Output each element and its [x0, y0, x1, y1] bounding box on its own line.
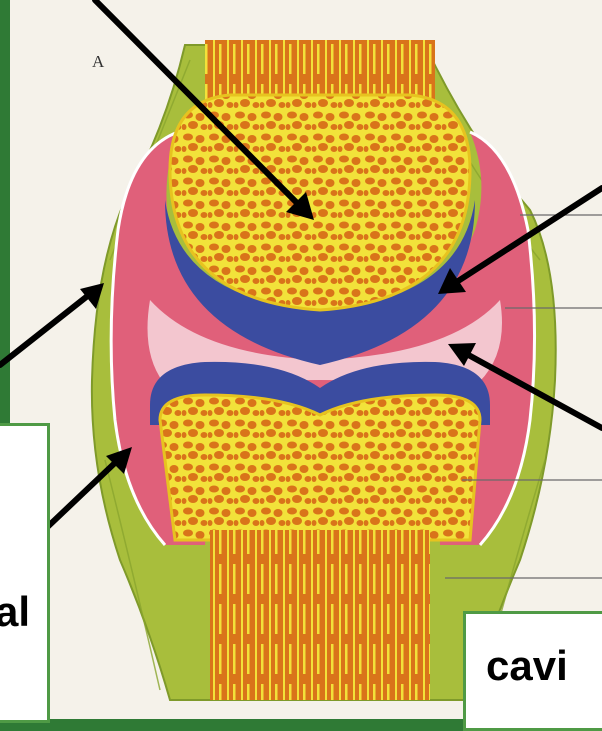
lower-bone-head	[160, 395, 480, 540]
label-text-left: al	[0, 588, 30, 636]
label-box-left: al	[0, 423, 50, 723]
label-text-right: cavi	[486, 642, 568, 690]
lower-bone-shaft	[210, 530, 430, 700]
figure-letter: A	[92, 52, 104, 72]
upper-bone-head	[170, 95, 470, 310]
label-box-right: cavi	[463, 611, 602, 731]
arrow-icon	[0, 283, 104, 365]
